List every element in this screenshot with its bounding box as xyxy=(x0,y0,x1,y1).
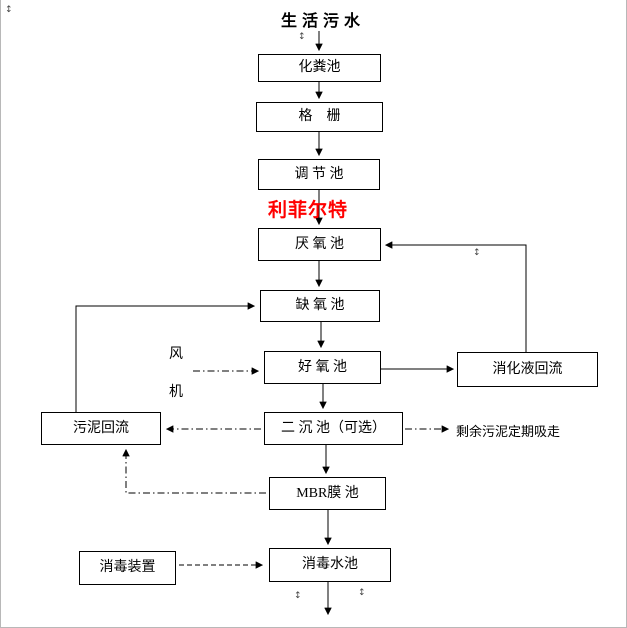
anchor-mark-icon: ↕ xyxy=(473,248,481,258)
box-disinfection-device: 消毒装置 xyxy=(79,551,176,585)
box-septic-tank: 化粪池 xyxy=(258,54,381,82)
box-disinfection-tank: 消毒水池 xyxy=(269,548,391,582)
line-sludge-return-to-anoxic xyxy=(75,302,256,412)
box-mbr-tank: MBR膜 池 xyxy=(269,477,386,510)
anchor-mark-icon: ↕ xyxy=(358,588,366,598)
watermark-text: 利菲尔特 xyxy=(268,200,349,221)
label-fan-line2: 机 xyxy=(169,385,183,400)
label-excess-sludge: 剩余污泥定期吸走 xyxy=(456,424,561,439)
line-digestate-return-to-anaerobic xyxy=(384,241,527,352)
box-aerobic-tank: 好 氧 池 xyxy=(264,351,381,384)
box-regulating-tank: 调 节 池 xyxy=(258,159,380,190)
box-digestate-return: 消化液回流 xyxy=(457,352,598,387)
label-fan-line1: 风 xyxy=(169,347,183,362)
anchor-mark-icon: ↕ xyxy=(5,5,13,15)
box-anoxic-tank: 缺 氧 池 xyxy=(260,290,380,322)
box-bar-screen: 格 栅 xyxy=(256,102,383,132)
box-secondary-clarifier: 二 沉 池（可选） xyxy=(264,412,403,445)
anchor-mark-icon: ↕ xyxy=(294,591,302,601)
flow-title: 生活污水 xyxy=(280,13,365,30)
anchor-mark-icon: ↕ xyxy=(298,32,306,42)
line-mbr-to-sludge-return xyxy=(122,448,266,494)
box-sludge-return: 污泥回流 xyxy=(41,412,161,445)
box-anaerobic-tank: 厌 氧 池 xyxy=(258,228,381,261)
